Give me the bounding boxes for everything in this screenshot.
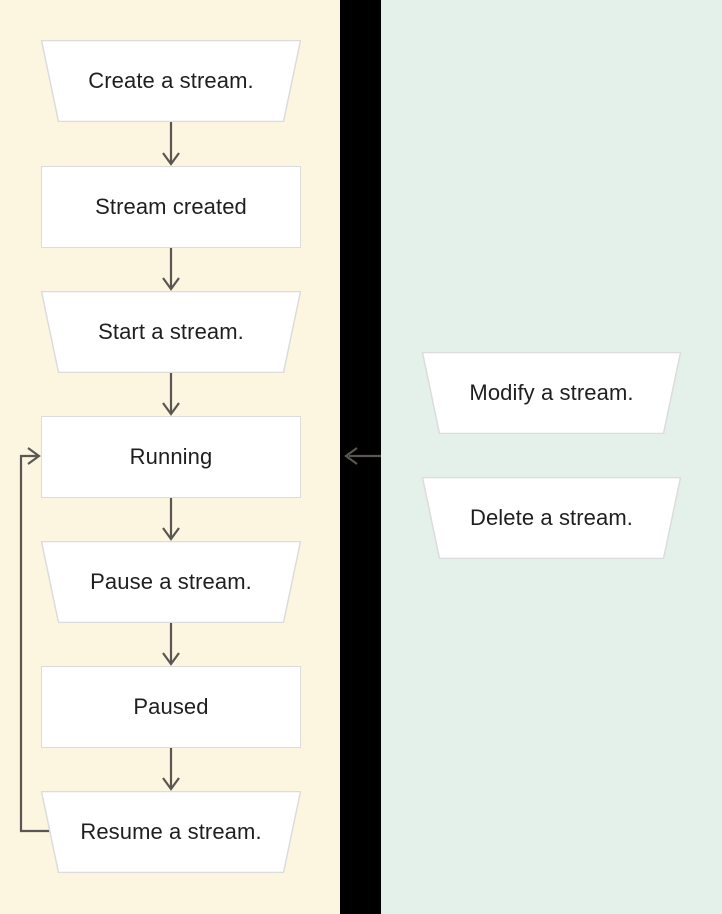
- trapezoid-shape: [41, 40, 301, 122]
- node-label: Paused: [133, 693, 209, 719]
- node-running[interactable]: Running: [41, 416, 301, 498]
- trapezoid-shape: [41, 541, 301, 623]
- node-label: Delete a stream.: [469, 504, 633, 530]
- trapezoid-shape: [422, 477, 681, 559]
- trapezoid-shape: [422, 352, 681, 434]
- node-label: Pause a stream.: [90, 568, 252, 594]
- node-label: Modify a stream.: [469, 379, 634, 405]
- node-label: Start a stream.: [98, 318, 244, 344]
- lane-divider: [340, 0, 381, 914]
- node-paused[interactable]: Paused: [41, 666, 301, 748]
- node-resume-a-stream[interactable]: Resume a stream.: [41, 791, 301, 873]
- node-label: Stream created: [95, 193, 247, 219]
- node-start-a-stream[interactable]: Start a stream.: [41, 291, 301, 373]
- node-label: Create a stream.: [88, 67, 254, 93]
- node-stream-created[interactable]: Stream created: [41, 166, 301, 248]
- node-pause-a-stream[interactable]: Pause a stream.: [41, 541, 301, 623]
- node-modify-a-stream[interactable]: Modify a stream.: [422, 352, 681, 434]
- node-delete-a-stream[interactable]: Delete a stream.: [422, 477, 681, 559]
- node-label: Resume a stream.: [80, 818, 262, 844]
- trapezoid-shape: [41, 791, 301, 873]
- trapezoid-shape: [41, 291, 301, 373]
- node-create-a-stream[interactable]: Create a stream.: [41, 40, 301, 122]
- node-label: Running: [129, 443, 213, 469]
- right-lane-background: [381, 0, 722, 914]
